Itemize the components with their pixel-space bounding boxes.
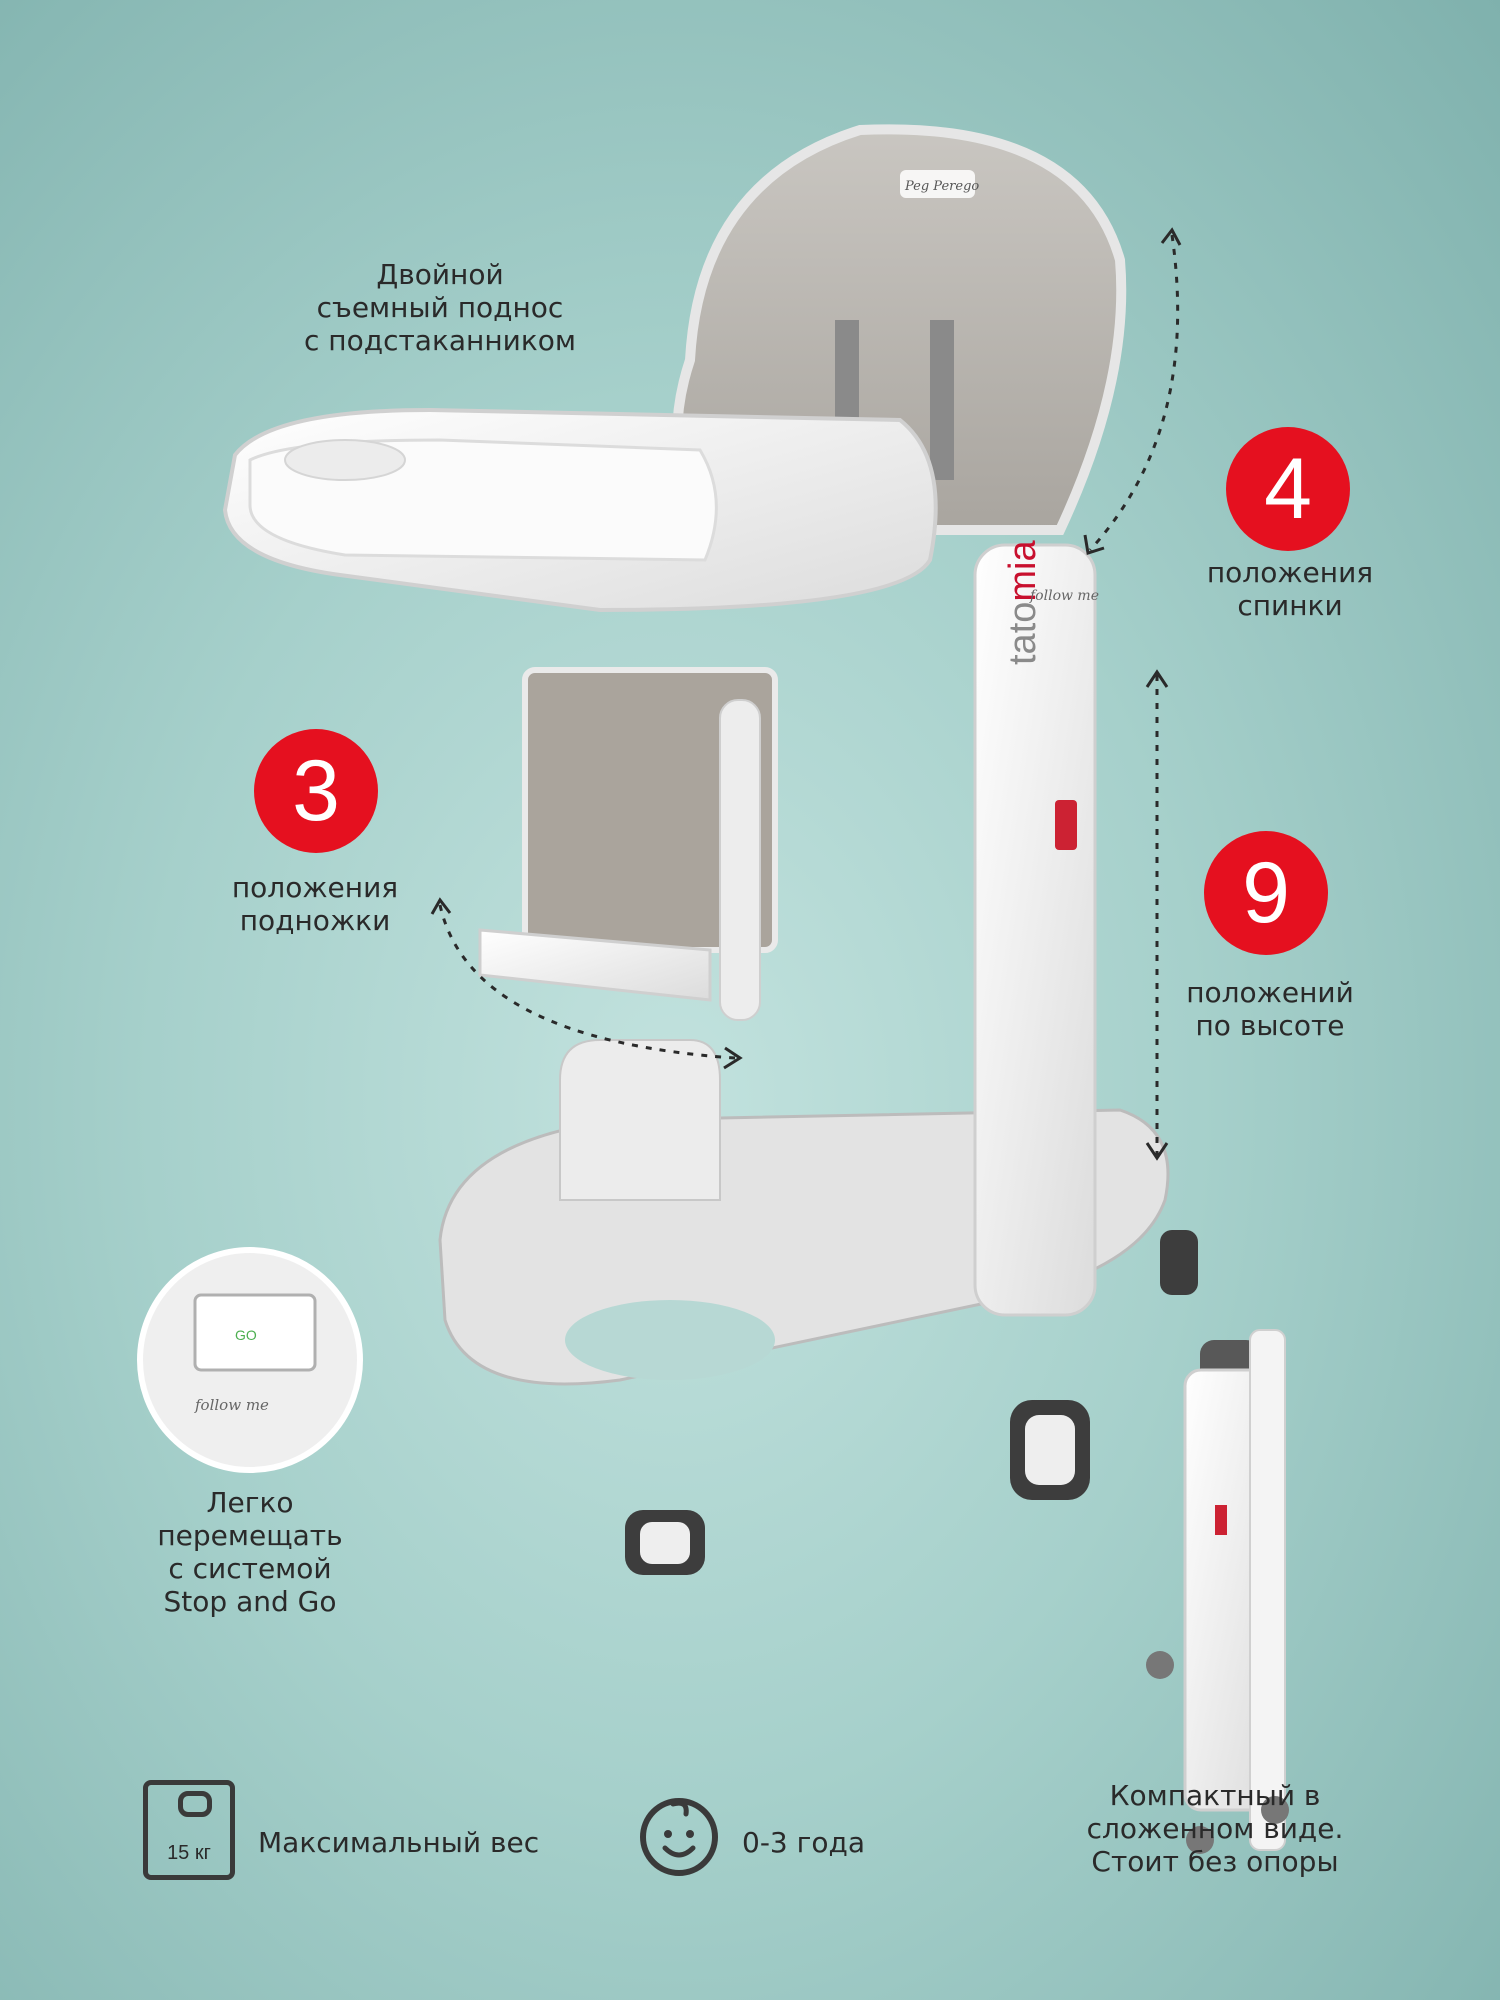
footrest: [478, 699, 761, 1021]
folded-chair: [1146, 1329, 1289, 1854]
stop-go-caption: Легко перемещать с системой Stop and Go: [157, 1486, 343, 1618]
model-logo: tatomia: [1002, 540, 1044, 665]
arrow-heads: [430, 227, 1182, 1161]
backrest-badge: 4: [1226, 427, 1350, 551]
height-caption: положений по высоте: [1186, 976, 1354, 1042]
height-badge: 9: [1204, 831, 1328, 955]
seat-brand: Peg Perego: [904, 179, 979, 194]
wheels: [625, 1230, 1198, 1575]
backrest-caption: положения спинки: [1206, 556, 1374, 622]
go-label: GO: [235, 1327, 257, 1343]
stop-go-detail: GO follow me: [137, 1247, 363, 1473]
age-label: 0-3 года: [742, 1826, 865, 1859]
feature-arrows: [438, 234, 1180, 1155]
weight-icon: 15 кг: [143, 1780, 235, 1880]
weight-label: Максимальный вес: [258, 1826, 540, 1859]
compact-caption: Компактный в сложенном виде. Стоит без о…: [1086, 1779, 1344, 1878]
tray: [222, 407, 938, 613]
tray-caption: Двойной съемный поднос с подстаканником: [303, 258, 576, 357]
height-column: tatomia follow me: [973, 540, 1099, 1317]
weight-value: 15 кг: [167, 1842, 211, 1864]
footrest-caption: положения подножки: [231, 871, 399, 937]
baby-face-icon: [640, 1798, 718, 1876]
footrest-badge: 3: [254, 729, 378, 853]
tagline: follow me: [1029, 588, 1099, 604]
detail-tagline: follow me: [194, 1396, 269, 1414]
